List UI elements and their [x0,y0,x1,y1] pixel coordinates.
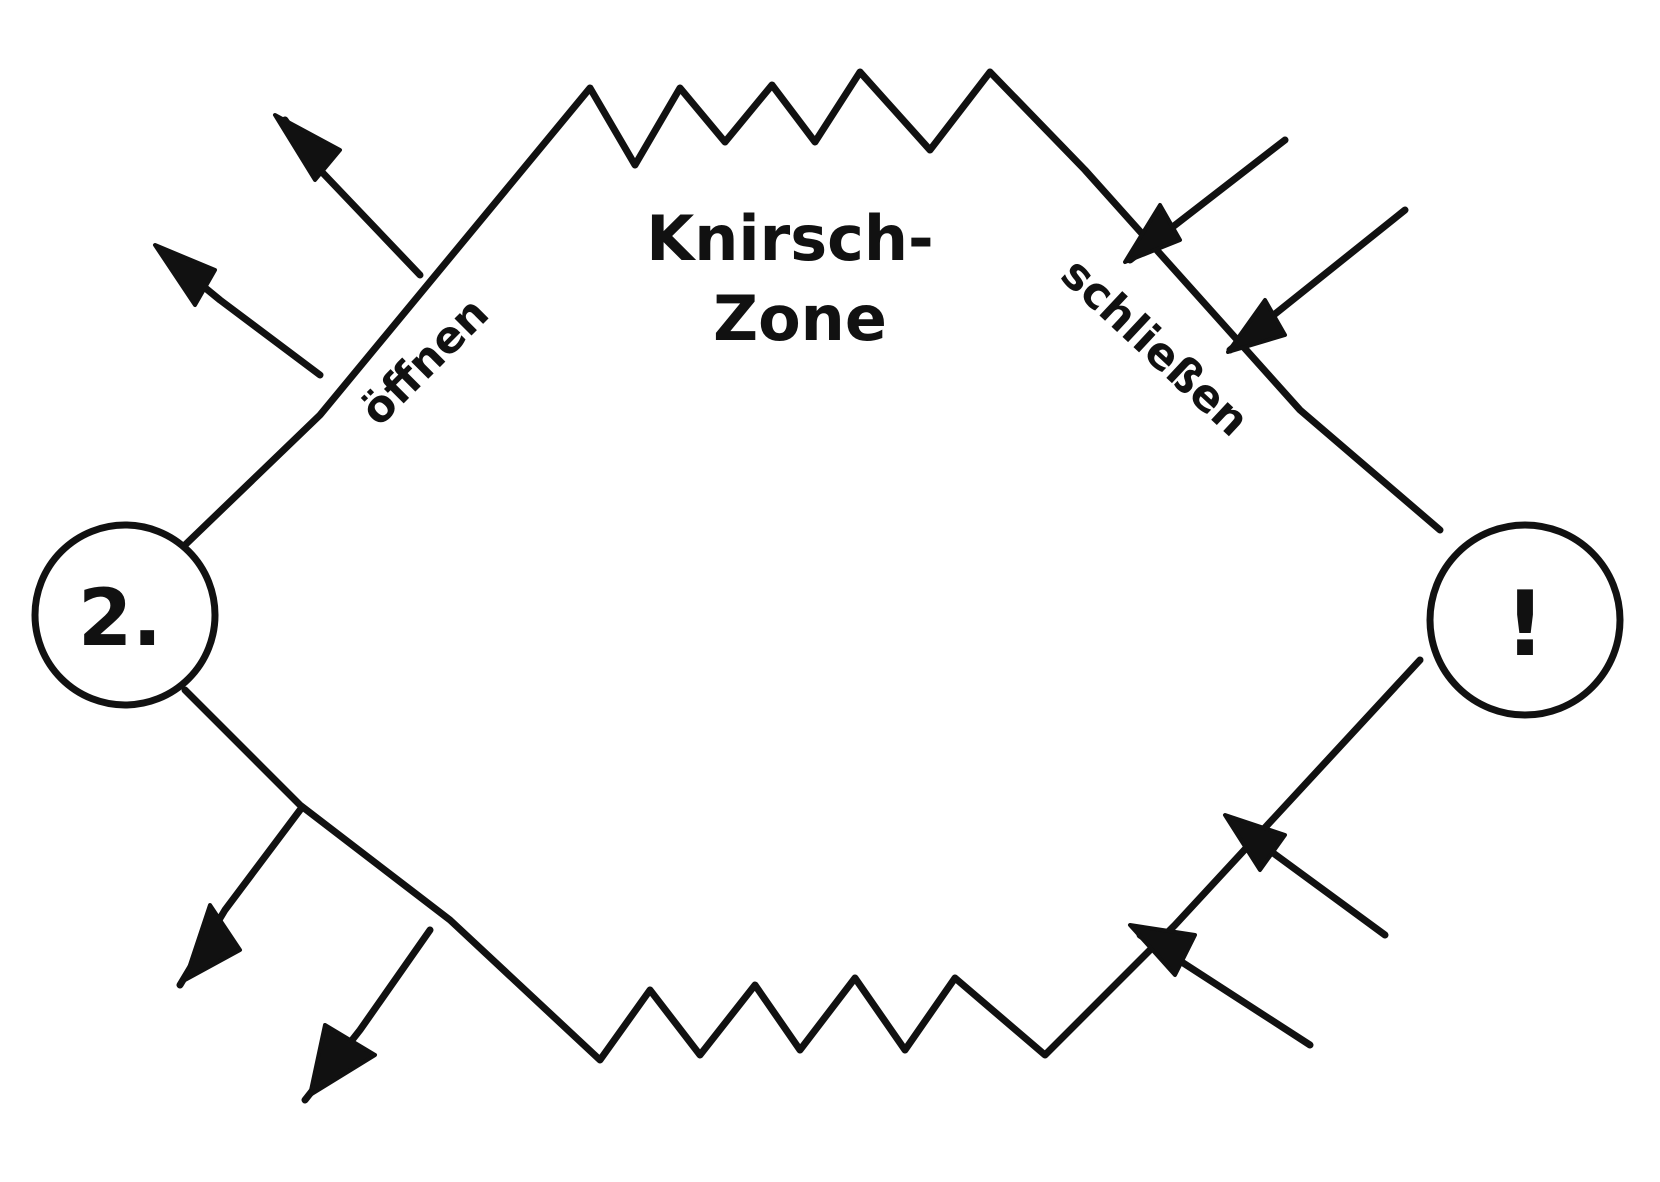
zone-title-line1: Knirsch- [646,202,934,275]
close-label: schließen [1051,248,1259,447]
lower-spring-path [181,656,1424,1064]
open-arrow-lower-1 [176,806,304,989]
upper-spring-path [181,68,1444,549]
close-arrow-lower-2 [1128,923,1314,1049]
node-left-label: 2. [78,574,162,664]
open-arrow-lower-2 [301,926,434,1104]
open-arrow-upper-1 [273,113,424,279]
zone-title-line2: Zone [713,282,887,355]
node-right-label: ! [1504,572,1545,677]
close-arrow-lower-1 [1223,813,1389,939]
close-arrow-upper-2 [1226,206,1409,354]
open-label: öffnen [351,288,499,436]
node-left-circle [31,521,219,709]
open-arrow-upper-2 [153,243,324,379]
close-arrow-upper-1 [1123,136,1289,264]
node-right-circle [1426,521,1624,719]
